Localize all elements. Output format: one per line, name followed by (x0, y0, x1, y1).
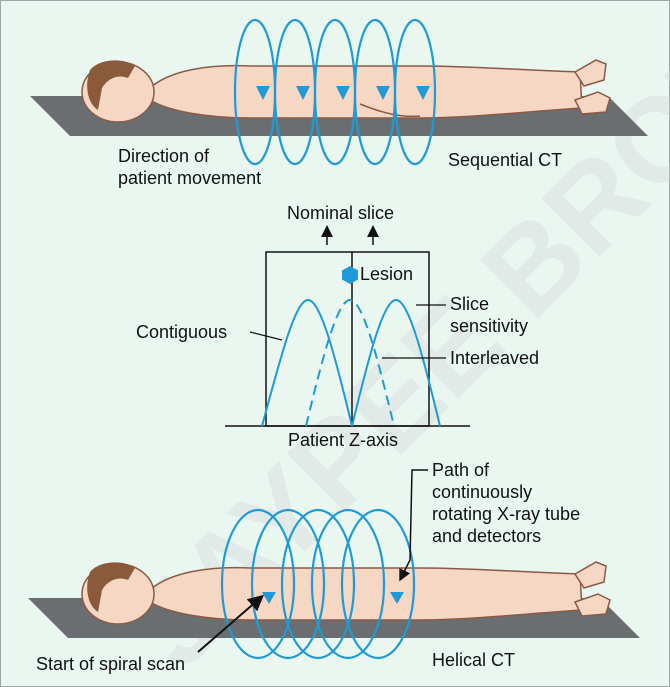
contiguous-label: Contiguous (136, 322, 227, 342)
nominal-slice-label: Nominal slice (287, 203, 394, 223)
slice-sensitivity-label-1: Slice (450, 294, 489, 314)
lesion-label: Lesion (360, 264, 413, 284)
helical-ct-label: Helical CT (432, 650, 515, 670)
sequential-ct-section: Direction of patient movement Sequential… (30, 20, 648, 188)
z-axis-label: Patient Z-axis (288, 430, 398, 450)
path-label-2: continuously (432, 482, 532, 502)
start-spiral-label: Start of spiral scan (36, 654, 185, 674)
direction-label-1: Direction of (118, 146, 210, 166)
path-label-1: Path of (432, 460, 490, 480)
direction-label-2: patient movement (118, 168, 261, 188)
path-label-4: and detectors (432, 526, 541, 546)
lesion-marker (342, 266, 358, 284)
slice-sensitivity-label-2: sensitivity (450, 316, 528, 336)
path-label-3: rotating X-ray tube (432, 504, 580, 524)
interleaved-label: Interleaved (450, 348, 539, 368)
sequential-ct-label: Sequential CT (448, 150, 562, 170)
